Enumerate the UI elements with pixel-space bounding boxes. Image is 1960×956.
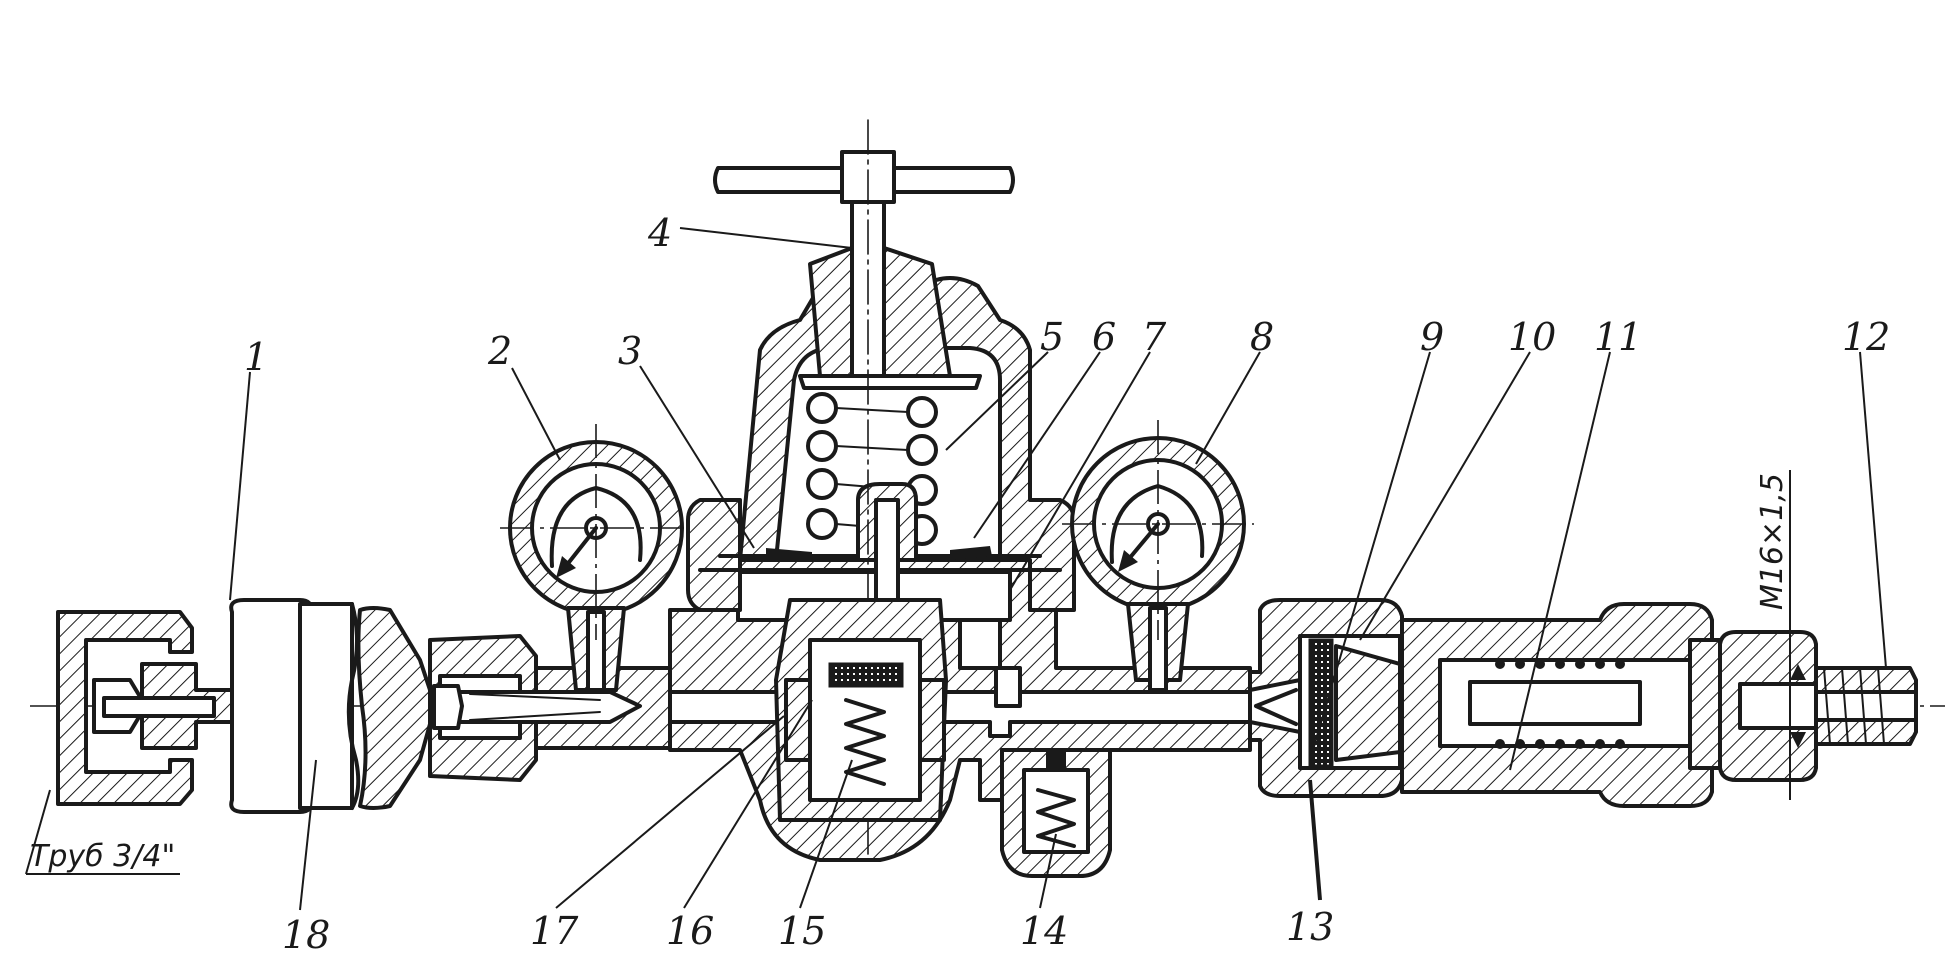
- intermediate-body: [229, 598, 432, 814]
- label-part-10: 10: [1508, 315, 1556, 359]
- label-part-13: 13: [1286, 905, 1334, 949]
- leader-14: [1039, 833, 1057, 909]
- safety-valve: [1000, 748, 1112, 878]
- part-labels: 1 2 3 4 5 6 7 8 9 10 11 12 13 14 15 16 1…: [30, 211, 1890, 956]
- label-part-6: 6: [1092, 315, 1116, 359]
- outlet-pressure-gauge: [1062, 420, 1254, 692]
- leader-9: [1309, 351, 1431, 761]
- leader-13: [1308, 779, 1322, 901]
- label-part-17: 17: [530, 909, 579, 953]
- leader-12: [1859, 351, 1887, 669]
- leader-3: [639, 365, 755, 549]
- label-part-16: 16: [666, 909, 714, 953]
- outlet-thread-note: M16×1,5: [1755, 473, 1790, 610]
- leader-2: [511, 367, 561, 461]
- leader-8: [1195, 351, 1261, 465]
- inlet-nut: [56, 610, 234, 806]
- leader-7: [1009, 351, 1151, 591]
- check-spring: [1495, 659, 1625, 749]
- leader-1: [229, 371, 251, 601]
- inlet-fitting: [428, 634, 672, 782]
- label-part-5: 5: [1040, 315, 1064, 359]
- leader-5: [945, 351, 1049, 451]
- filter-housing: [1248, 598, 1404, 798]
- leader-10: [1359, 351, 1531, 641]
- inlet-pressure-gauge: [500, 424, 692, 692]
- label-part-2: 2: [487, 329, 512, 373]
- inlet-note-leader: [25, 789, 51, 875]
- leader-6: [973, 351, 1101, 539]
- outlet-check-valve: [1400, 602, 1722, 808]
- label-part-4: 4: [647, 211, 672, 255]
- label-part-8: 8: [1250, 315, 1274, 359]
- leader-4: [679, 227, 853, 249]
- label-part-12: 12: [1842, 315, 1890, 359]
- leader-lines: [25, 227, 1887, 911]
- leader-15: [799, 759, 853, 909]
- label-part-9: 9: [1420, 315, 1444, 359]
- label-part-11: 11: [1594, 315, 1642, 359]
- label-part-7: 7: [1142, 315, 1167, 359]
- label-part-1: 1: [244, 335, 268, 379]
- leader-11: [1509, 351, 1611, 771]
- label-part-18: 18: [282, 913, 330, 956]
- leader-18: [299, 759, 317, 911]
- outlet-nipple: [1718, 630, 1918, 782]
- label-part-14: 14: [1020, 909, 1068, 953]
- leader-16: [683, 699, 813, 909]
- valve-cartridge: [774, 598, 948, 822]
- label-part-15: 15: [778, 909, 826, 953]
- leader-17: [555, 715, 785, 909]
- inlet-thread-note: Труб 3/4": [30, 839, 175, 874]
- label-part-3: 3: [618, 329, 642, 373]
